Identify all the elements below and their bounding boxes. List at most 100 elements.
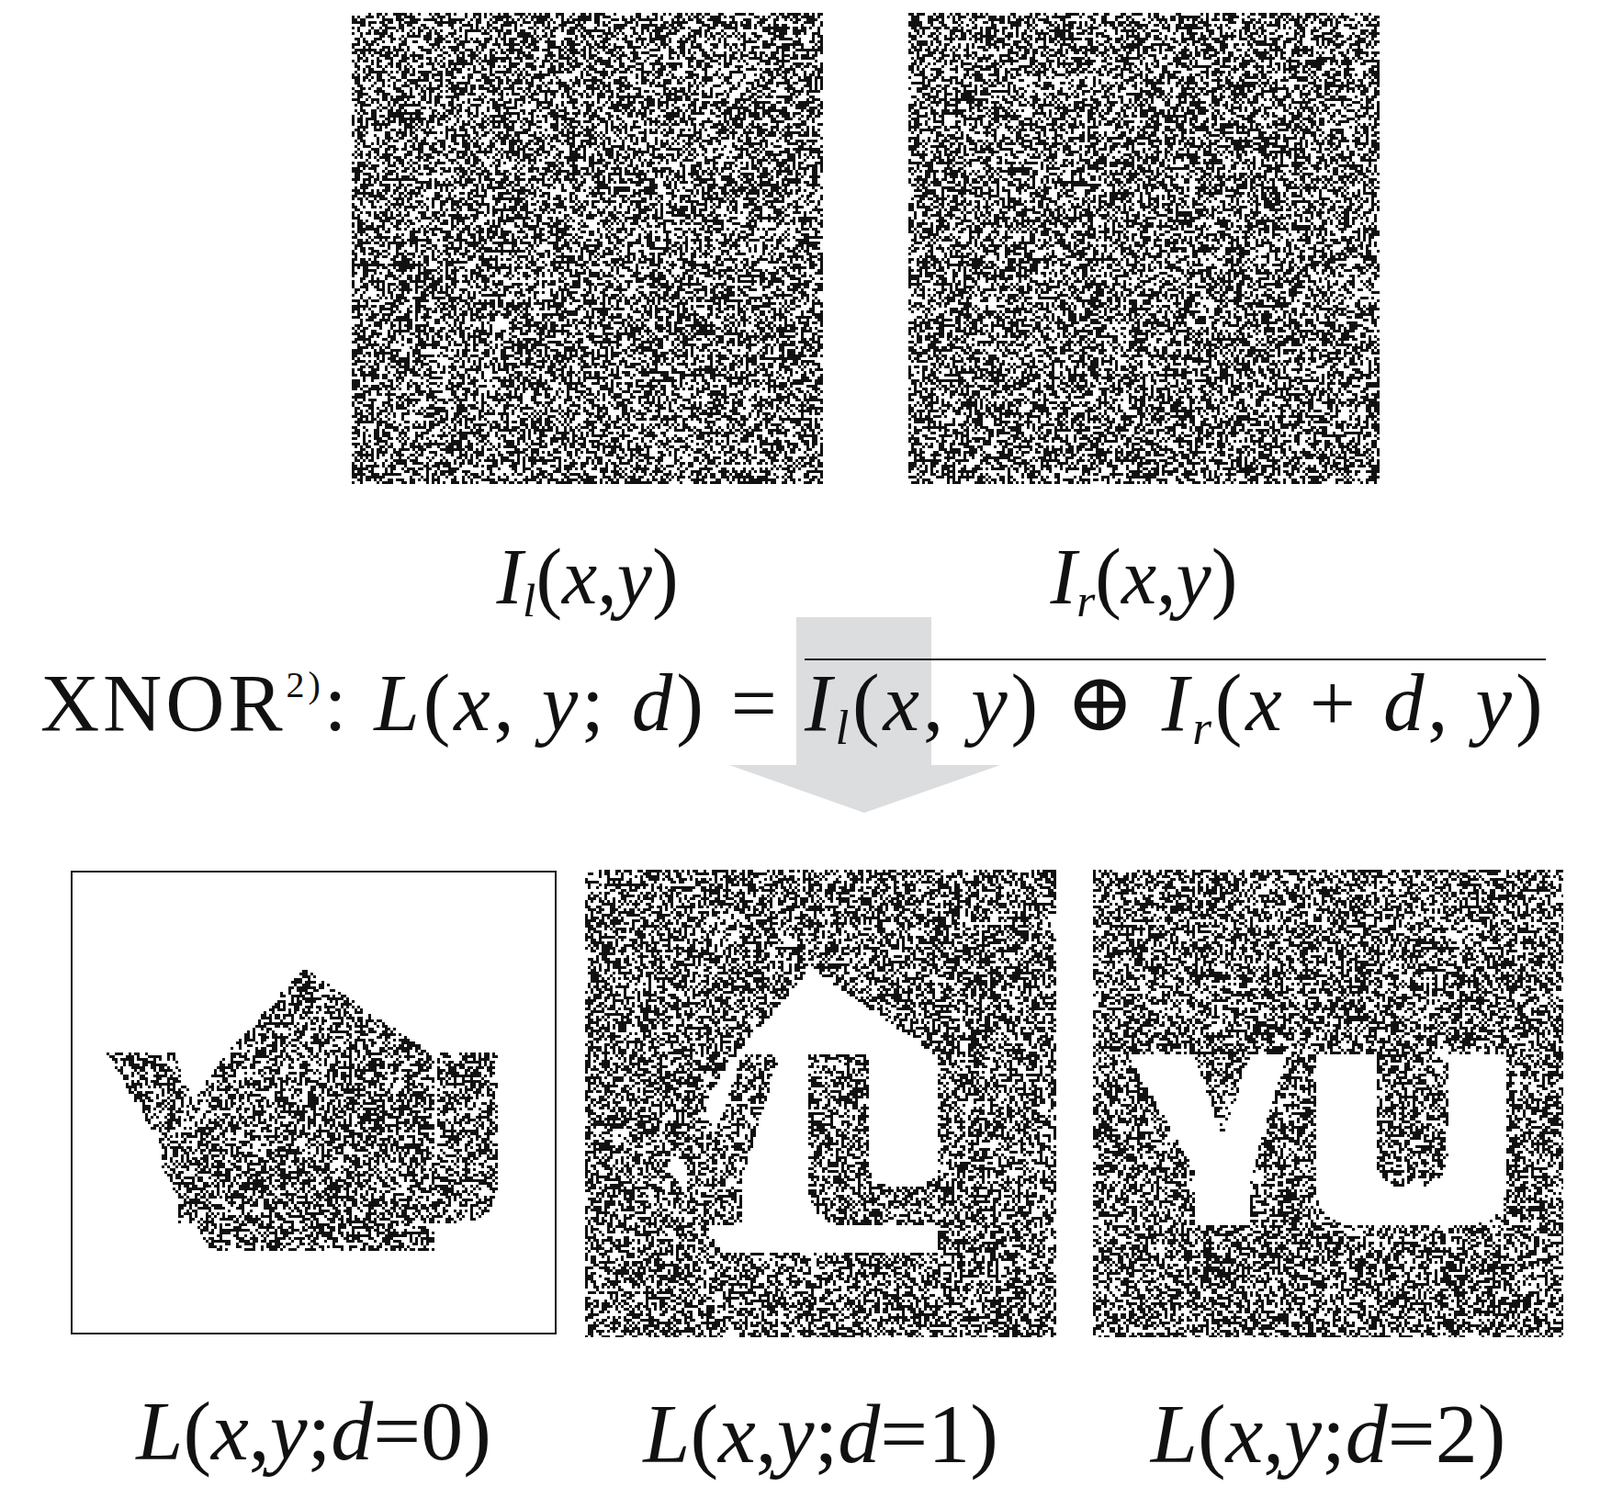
math-glyph: x xyxy=(718,1386,756,1481)
math-glyph xyxy=(518,657,542,748)
math-glyph: ) xyxy=(462,1384,492,1478)
math-glyph: y xyxy=(1284,1386,1322,1481)
math-glyph: , xyxy=(923,657,947,748)
math-glyph: ( xyxy=(423,657,455,748)
math-glyph: d xyxy=(1383,657,1428,748)
random-dot-pattern xyxy=(70,870,557,1335)
math-glyph: L xyxy=(373,657,423,748)
math-glyph: ; xyxy=(581,657,609,748)
math-glyph: y xyxy=(777,1386,815,1481)
math-glyph: , xyxy=(494,657,519,748)
formula-text: 2) xyxy=(286,664,325,706)
math-glyph: ( xyxy=(689,1386,719,1481)
math-glyph: = xyxy=(1387,1386,1436,1481)
math-glyph: , xyxy=(1156,532,1177,621)
panel-border xyxy=(71,871,556,1334)
math-glyph: ) xyxy=(652,532,679,621)
math-glyph: ) xyxy=(1011,657,1043,748)
math-glyph: ⊕ xyxy=(1065,657,1138,748)
math-glyph: ) xyxy=(969,1386,999,1481)
math-glyph: 1 xyxy=(927,1386,970,1481)
math-glyph: ( xyxy=(852,657,884,748)
noise-image xyxy=(70,870,557,1335)
noise-image xyxy=(1092,869,1564,1338)
math-glyph: ( xyxy=(182,1384,212,1478)
math-glyph: , xyxy=(755,1386,778,1481)
math-glyph: ; xyxy=(814,1386,839,1481)
math-glyph: l xyxy=(834,699,853,755)
random-dot-pattern xyxy=(908,12,1380,485)
math-glyph xyxy=(707,657,732,748)
math-glyph: = xyxy=(372,1384,421,1478)
image-label: L(x,y;d=2) xyxy=(1150,1383,1507,1485)
math-glyph: I xyxy=(1161,657,1194,748)
math-glyph: r xyxy=(1192,699,1216,755)
math-glyph: 0 xyxy=(420,1384,463,1478)
math-glyph: = xyxy=(879,1386,928,1481)
math-glyph: ( xyxy=(535,532,563,621)
math-glyph: I xyxy=(495,532,523,621)
math-glyph: r xyxy=(1076,574,1095,627)
random-dot-image: L(x,y;d=1) xyxy=(585,869,1057,1338)
math-glyph: : xyxy=(324,657,351,748)
formula-line: XNOR2): L(x, y; d) = Il(x, y) ⊕ Ir(x + d… xyxy=(40,653,1546,753)
math-glyph: x xyxy=(453,657,494,748)
random-dot-pattern xyxy=(351,12,823,485)
image-label: Ir(x,y) xyxy=(1050,529,1239,630)
math-glyph xyxy=(1138,657,1162,748)
math-glyph: I xyxy=(804,657,836,748)
math-glyph: = xyxy=(731,657,781,748)
math-glyph: ) xyxy=(676,657,708,748)
math-glyph: , xyxy=(248,1384,271,1478)
noise-image xyxy=(585,869,1057,1338)
math-glyph: ( xyxy=(1094,532,1122,621)
math-glyph: L xyxy=(1150,1386,1198,1481)
math-glyph xyxy=(1451,657,1476,748)
math-glyph xyxy=(1041,657,1066,748)
random-dot-pattern xyxy=(585,869,1057,1338)
math-glyph: ; xyxy=(307,1384,332,1478)
math-glyph: x xyxy=(883,657,924,748)
math-glyph: L xyxy=(642,1386,690,1481)
math-glyph xyxy=(608,657,632,748)
math-glyph xyxy=(780,657,805,748)
math-glyph: y xyxy=(617,532,653,621)
math-glyph: ) xyxy=(1515,657,1547,748)
math-glyph: l xyxy=(522,574,536,627)
formula-text: XNOR xyxy=(40,657,287,748)
math-glyph xyxy=(349,657,374,748)
math-glyph: x xyxy=(1226,1386,1264,1481)
math-glyph: y xyxy=(541,657,582,748)
math-glyph: d xyxy=(631,657,677,748)
math-glyph: d xyxy=(330,1384,373,1478)
math-glyph xyxy=(1359,657,1384,748)
math-glyph: + xyxy=(1309,657,1360,748)
noise-image xyxy=(908,12,1380,485)
random-dot-image: Il(x,y) xyxy=(351,12,823,485)
math-glyph: , xyxy=(1427,657,1452,748)
math-glyph: I xyxy=(1050,532,1078,621)
math-glyph: x xyxy=(1121,532,1157,621)
formula-text: Il(x, y) ⊕ Ir(x + d, y) xyxy=(804,658,1546,753)
math-glyph: d xyxy=(837,1386,880,1481)
math-glyph xyxy=(1285,657,1310,748)
math-glyph: 2 xyxy=(1435,1386,1478,1481)
random-dot-image: Ir(x,y) xyxy=(908,12,1380,485)
math-glyph: x xyxy=(562,532,598,621)
math-glyph: y xyxy=(1476,657,1516,748)
formula-text: : L(x, y; d) = xyxy=(324,657,805,748)
math-glyph: y xyxy=(1176,532,1212,621)
flow-arrow xyxy=(729,617,1001,813)
math-glyph: , xyxy=(1262,1386,1285,1481)
math-glyph: ) xyxy=(1477,1386,1507,1481)
image-label: L(x,y;d=1) xyxy=(642,1383,999,1485)
math-glyph: x xyxy=(1245,657,1285,748)
math-glyph: L xyxy=(135,1384,183,1478)
image-label: Il(x,y) xyxy=(495,529,678,630)
random-dot-image: L(x,y;d=0) xyxy=(70,870,557,1335)
math-glyph: ( xyxy=(1197,1386,1227,1481)
math-glyph: ) xyxy=(1211,532,1239,621)
math-glyph: d xyxy=(1345,1386,1388,1481)
image-label: L(x,y;d=0) xyxy=(135,1380,492,1482)
